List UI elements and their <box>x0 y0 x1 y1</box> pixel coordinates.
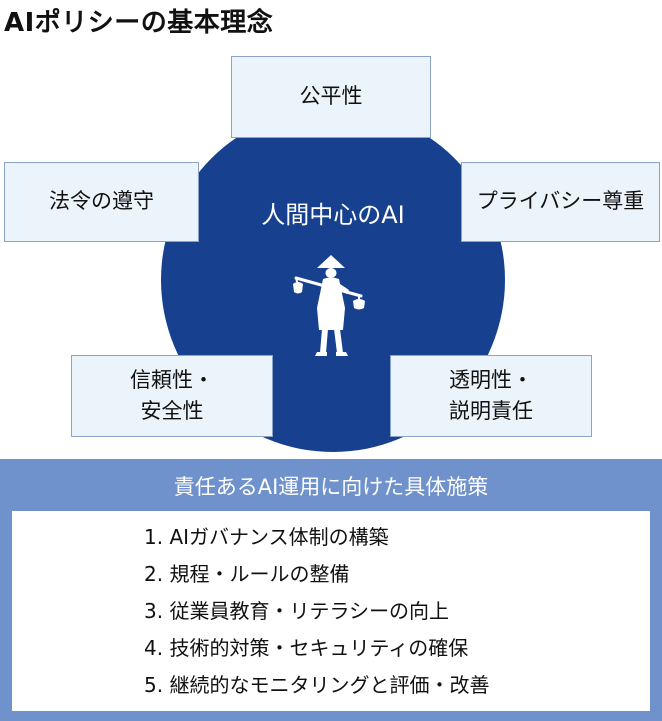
principle-fairness-box: 公平性 <box>231 56 431 138</box>
measure-item-3: 3. 従業員教育・リテラシーの向上 <box>144 599 450 623</box>
principle-law-compliance-label: 法令の遵守 <box>49 189 154 214</box>
center-label: 人間中心のAI <box>261 201 405 229</box>
measures-panel: 責任あるAI運用に向けた具体施策 1. AIガバナンス体制の構築 2. 規程・ル… <box>0 459 662 721</box>
measure-item-1: 1. AIガバナンス体制の構築 <box>144 525 389 549</box>
measures-list-box: 1. AIガバナンス体制の構築 2. 規程・ルールの整備 3. 従業員教育・リテ… <box>12 511 650 711</box>
measures-list: 1. AIガバナンス体制の構築 2. 規程・ルールの整備 3. 従業員教育・リテ… <box>144 519 489 704</box>
principle-transparency-accountability-box: 透明性・ 説明責任 <box>390 355 592 437</box>
measure-item-5: 5. 継続的なモニタリングと評価・改善 <box>144 673 490 697</box>
principle-transparency-line-1: 透明性・ <box>449 367 533 392</box>
principle-accountability-line-2: 説明責任 <box>449 399 533 423</box>
measure-item-4: 4. 技術的対策・セキュリティの確保 <box>144 636 469 660</box>
traveler-icon <box>293 255 365 356</box>
principle-privacy-label: プライバシー尊重 <box>476 189 645 214</box>
page-title: AIポリシーの基本理念 <box>4 8 274 38</box>
principle-fairness-label: 公平性 <box>299 84 363 109</box>
measure-item-2: 2. 規程・ルールの整備 <box>144 562 350 586</box>
principle-privacy-box: プライバシー尊重 <box>461 162 660 242</box>
principle-reliability-safety-box: 信頼性・ 安全性 <box>71 355 273 437</box>
principle-reliability-line-1: 信頼性・ <box>130 367 214 392</box>
principle-law-compliance-box: 法令の遵守 <box>4 162 199 242</box>
principle-safety-line-2: 安全性 <box>140 399 204 423</box>
measures-title: 責任あるAI運用に向けた具体施策 <box>173 475 489 499</box>
